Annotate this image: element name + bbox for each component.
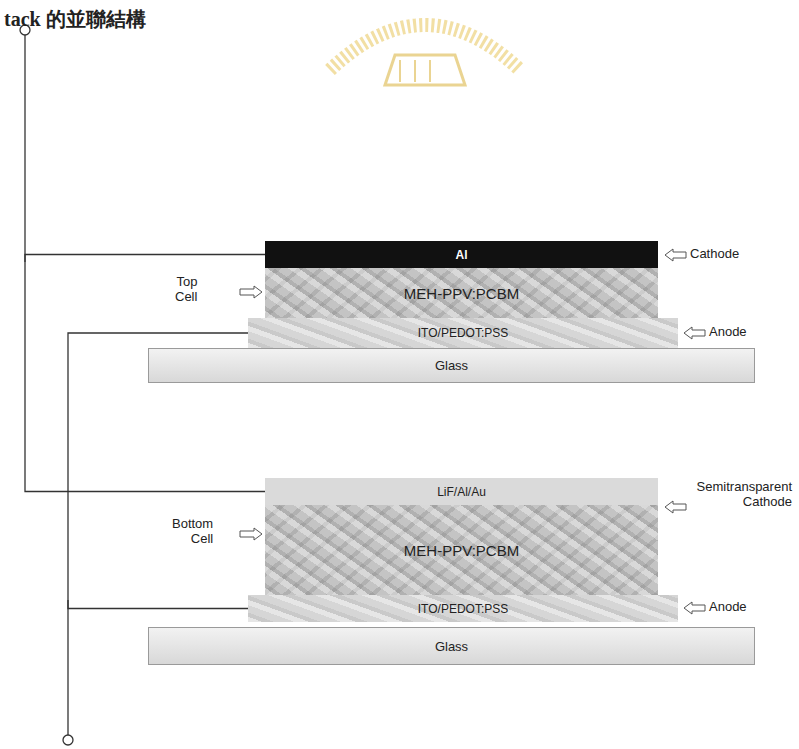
- anode-layer: ITO/PEDOT:PSS: [248, 595, 678, 622]
- cell-label: Bottom Cell: [172, 517, 213, 547]
- glass-substrate: Glass: [148, 348, 755, 383]
- layer-label: MEH-PPV:PCBM: [404, 542, 519, 559]
- layer-label: Al: [456, 248, 468, 262]
- callout-arrow: [684, 602, 705, 614]
- terminal: [63, 735, 73, 745]
- callout-arrow: [684, 327, 705, 339]
- cell-label: Top Cell: [175, 275, 197, 305]
- callout-arrow: [240, 286, 262, 298]
- glass-substrate: Glass: [148, 627, 755, 665]
- layer-label: MEH-PPV:PCBM: [404, 285, 519, 302]
- callout-arrow: [665, 249, 686, 261]
- layer-label: Glass: [435, 639, 468, 654]
- callout-arrow: [240, 528, 262, 540]
- anode-layer: ITO/PEDOT:PSS: [248, 318, 678, 348]
- electrode-label: Semitransparent Cathode: [688, 480, 792, 510]
- layer-label: LiF/Al/Au: [437, 485, 486, 499]
- title: tack 的並聯結構: [4, 8, 146, 31]
- layer-label: ITO/PEDOT:PSS: [418, 326, 508, 340]
- wire: [24, 35, 25, 262]
- layer-label: ITO/PEDOT:PSS: [418, 602, 508, 616]
- cathode-layer: Al: [265, 241, 658, 268]
- active-layer: MEH-PPV:PCBM: [265, 268, 658, 318]
- callout-arrow: [665, 501, 686, 513]
- layer-label: Glass: [435, 358, 468, 373]
- electrode-label: Anode: [709, 325, 747, 340]
- electrode-label: Anode: [709, 600, 747, 615]
- semitransparent-cathode-layer: LiF/Al/Au: [265, 478, 658, 505]
- watermark-logo: [330, 25, 520, 85]
- active-layer: MEH-PPV:PCBM: [265, 505, 658, 595]
- wire: [67, 600, 68, 735]
- electrode-label: Cathode: [690, 247, 739, 262]
